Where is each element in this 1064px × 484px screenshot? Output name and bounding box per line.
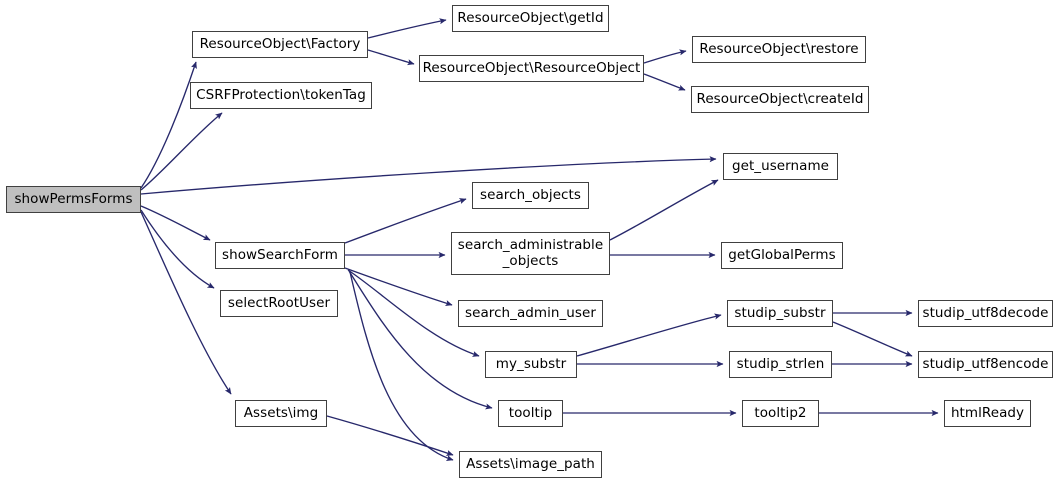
graph-node-tooltip2[interactable]: tooltip2 xyxy=(742,400,819,427)
call-edge-showPermsForms-to-showSearchForm xyxy=(140,205,211,241)
graph-node-htmlReady[interactable]: htmlReady xyxy=(944,400,1031,427)
graph-node-search_objects[interactable]: search_objects xyxy=(472,182,589,209)
graph-node-search_administrable_objects[interactable]: search_administrable _objects xyxy=(451,232,610,275)
graph-node-ResourceObjectGetId[interactable]: ResourceObject\getId xyxy=(452,5,609,32)
graph-node-getGlobalPerms[interactable]: getGlobalPerms xyxy=(721,242,843,269)
graph-node-my_substr[interactable]: my_substr xyxy=(485,351,577,378)
graph-node-ResourceObjectResourceObject[interactable]: ResourceObject\ResourceObject xyxy=(419,55,644,82)
graph-node-showPermsForms[interactable]: showPermsForms xyxy=(6,186,141,213)
call-edge-showSearchForm-to-Assetsimage_path xyxy=(349,271,454,461)
call-edge-showPermsForms-to-Assetsimg xyxy=(140,211,232,395)
graph-node-tooltip[interactable]: tooltip xyxy=(498,400,563,427)
graph-node-showSearchForm[interactable]: showSearchForm xyxy=(215,242,345,269)
call-edge-showPermsForms-to-CSRFProtectionTokenTag xyxy=(140,112,223,191)
call-edge-search_administrable_objects-to-get_username xyxy=(609,179,719,241)
call-edge-studip_substr-to-studip_utf8encode xyxy=(832,321,913,357)
graph-node-CSRFProtectionTokenTag[interactable]: CSRFProtection\tokenTag xyxy=(190,82,372,109)
graph-node-ResourceObjectFactory[interactable]: ResourceObject\Factory xyxy=(192,31,368,58)
call-edge-ResourceObjectFactory-to-ResourceObjectGetId xyxy=(367,18,447,39)
call-edge-showPermsForms-to-get_username xyxy=(140,156,717,195)
call-edge-showSearchForm-to-search_objects xyxy=(344,198,467,244)
graph-node-studip_utf8encode[interactable]: studip_utf8encode xyxy=(918,351,1053,378)
call-edge-showPermsForms-to-ResourceObjectFactory xyxy=(140,61,197,189)
graph-node-studip_substr[interactable]: studip_substr xyxy=(727,300,833,327)
call-edge-ResourceObjectResourceObject-to-ResourceObjectRestore xyxy=(643,49,687,64)
graph-node-studip_utf8decode[interactable]: studip_utf8decode xyxy=(918,300,1053,327)
graph-node-studip_strlen[interactable]: studip_strlen xyxy=(729,351,832,378)
call-edge-showPermsForms-to-selectRootUser xyxy=(140,209,215,289)
graph-node-ResourceObjectCreateId[interactable]: ResourceObject\createId xyxy=(691,86,869,113)
call-edge-showSearchForm-to-search_admin_user xyxy=(344,267,453,307)
call-edge-ResourceObjectResourceObject-to-ResourceObjectCreateId xyxy=(643,73,686,91)
graph-node-Assetsimg[interactable]: Assets\img xyxy=(235,400,327,427)
graph-node-ResourceObjectRestore[interactable]: ResourceObject\restore xyxy=(692,36,866,63)
call-edge-showSearchForm-to-tooltip xyxy=(348,270,493,410)
graph-node-search_admin_user[interactable]: search_admin_user xyxy=(458,300,603,327)
call-edge-ResourceObjectFactory-to-ResourceObjectResourceObject xyxy=(367,49,415,66)
graph-node-get_username[interactable]: get_username xyxy=(723,153,838,180)
graph-node-Assetsimage_path[interactable]: Assets\image_path xyxy=(459,451,602,478)
graph-node-selectRootUser[interactable]: selectRootUser xyxy=(220,290,338,317)
call-edge-Assetsimg-to-Assetsimage_path xyxy=(326,415,454,456)
